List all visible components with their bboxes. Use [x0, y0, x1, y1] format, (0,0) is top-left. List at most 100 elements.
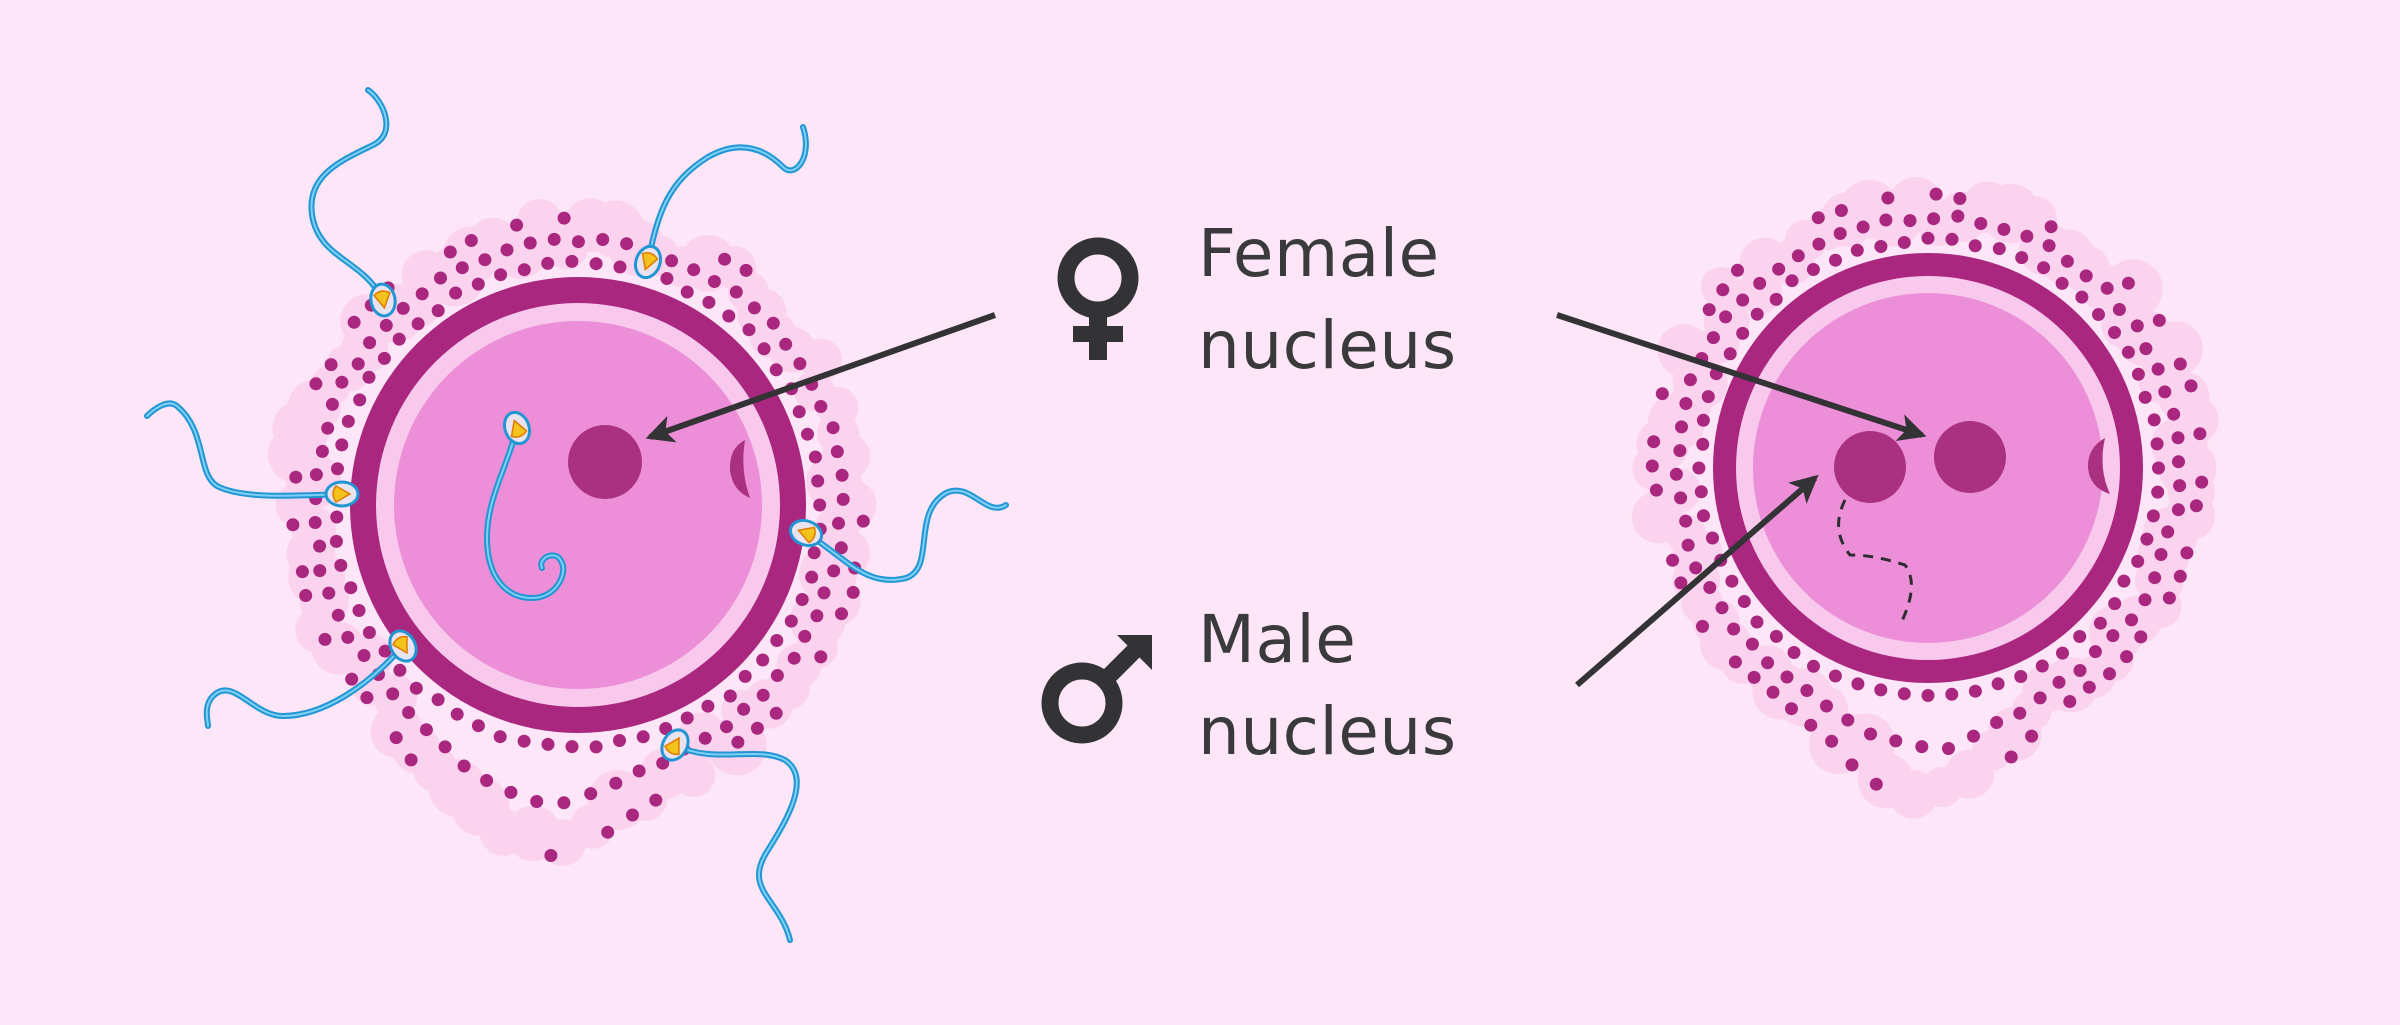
- cumulus-dot: [826, 421, 840, 435]
- cumulus-dot: [2131, 554, 2145, 568]
- cumulus-dot: [1874, 240, 1888, 253]
- male-nucleus-label: Male nucleus: [1198, 594, 1457, 778]
- cumulus-dot: [1874, 683, 1888, 697]
- cumulus-dot: [2139, 342, 2153, 356]
- cumulus-dot: [1675, 420, 1688, 434]
- cumulus-dot: [1897, 687, 1911, 701]
- cumulus-dot: [2151, 485, 2165, 499]
- cumulus-dot: [2075, 290, 2089, 304]
- cumulus-dot: [814, 400, 828, 413]
- cumulus-dot: [1927, 212, 1941, 226]
- cumulus-dot: [404, 753, 418, 767]
- cumulus-dot: [289, 470, 303, 484]
- cumulus-dot: [523, 236, 537, 250]
- cumulus-dot: [729, 285, 743, 299]
- cumulus-dot: [352, 604, 366, 617]
- cumulus-dot: [2146, 509, 2160, 523]
- cumulus-dot: [2171, 431, 2185, 445]
- cumulus-dot: [2100, 281, 2114, 295]
- cumulus-dot: [1780, 670, 1794, 684]
- cumulus-dot: [1747, 670, 1761, 684]
- cumulus-dot: [836, 492, 850, 506]
- cumulus-dot: [596, 233, 610, 246]
- cumulus-dot: [1851, 677, 1865, 691]
- cumulus-dot: [510, 218, 524, 232]
- cumulus-dot: [2162, 591, 2176, 605]
- cumulus-dot: [357, 649, 371, 662]
- cumulus-dot: [2044, 220, 2058, 234]
- cumulus-dot: [2013, 706, 2027, 720]
- cumulus-dot: [1869, 777, 1883, 791]
- cumulus-dot: [632, 764, 646, 778]
- cumulus-dot: [2147, 413, 2161, 427]
- cumulus-dot: [386, 687, 400, 701]
- cumulus-dot: [1945, 232, 1959, 246]
- cumulus-dot: [723, 689, 737, 703]
- sperm-tail-highlight: [674, 744, 798, 941]
- sperm-cell: [660, 728, 800, 943]
- cumulus-dot: [738, 669, 752, 683]
- cumulus-dot: [660, 272, 674, 285]
- cumulus-dot: [1951, 209, 1965, 223]
- cumulus-dot: [331, 462, 344, 476]
- cumulus-dot: [1991, 677, 2005, 691]
- cumulus-dot: [347, 315, 361, 329]
- cumulus-dot: [1745, 637, 1759, 651]
- cumulus-dot: [707, 275, 721, 288]
- cumulus-dot: [2035, 659, 2049, 673]
- cumulus-dot: [409, 681, 423, 695]
- cumulus-dot: [601, 825, 615, 839]
- cumulus-dot: [1845, 758, 1859, 772]
- cumulus-dot: [313, 564, 327, 578]
- cumulus-dot: [793, 357, 807, 371]
- cumulus-dot: [814, 650, 828, 664]
- cumulus-dot: [1942, 742, 1955, 755]
- cumulus-dot: [766, 316, 780, 330]
- cumulus-dot: [1828, 669, 1842, 683]
- cumulus-dot: [1728, 655, 1742, 669]
- cumulus-dot: [626, 808, 639, 822]
- cumulus-dot: [1841, 713, 1855, 727]
- cumulus-dot: [1833, 227, 1847, 240]
- cumulus-dot: [449, 286, 463, 300]
- cumulus-dot: [613, 260, 627, 274]
- cumulus-dot: [329, 534, 343, 548]
- cumulus-dot: [396, 301, 410, 315]
- cumulus-dot: [2154, 548, 2168, 561]
- cumulus-dot: [362, 370, 376, 384]
- cumulus-dot: [810, 609, 824, 623]
- cumulus-dot: [1879, 213, 1893, 227]
- cumulus-dot: [318, 632, 332, 646]
- cumulus-dot: [2134, 630, 2148, 644]
- cumulus-dot: [720, 720, 733, 734]
- cumulus-dot: [784, 614, 798, 628]
- cumulus-dot: [718, 252, 732, 266]
- cumulus-dot: [1829, 253, 1842, 267]
- cumulus-dot: [471, 277, 485, 291]
- cumulus-dot: [377, 351, 391, 365]
- cumulus-dot: [471, 719, 485, 733]
- cumulus-dot: [504, 785, 518, 799]
- cumulus-dot: [747, 301, 761, 315]
- cumulus-dot: [2055, 276, 2069, 290]
- cumulus-dot: [2172, 455, 2185, 469]
- cumulus-dot: [2173, 357, 2187, 371]
- cumulus-dot: [827, 564, 841, 578]
- cumulus-dot: [309, 377, 323, 391]
- cumulus-dot: [362, 626, 376, 639]
- cumulus-dot: [1992, 242, 2006, 256]
- cumulus-dot: [1811, 211, 1825, 225]
- cumulus-dot: [801, 427, 814, 441]
- arrow-male-to-pronucleus: [1575, 474, 1819, 688]
- cumulus-dot: [1766, 685, 1780, 699]
- cumulus-dot: [613, 734, 626, 747]
- cumulus-dot: [589, 740, 603, 754]
- cumulus-dot: [2015, 251, 2029, 265]
- cumulus-dot: [1769, 292, 1783, 306]
- cumulus-dot: [2014, 670, 2028, 683]
- cumulus-dot: [565, 740, 579, 754]
- cumulus-dot: [1929, 187, 1943, 201]
- cumulus-dot: [315, 444, 329, 458]
